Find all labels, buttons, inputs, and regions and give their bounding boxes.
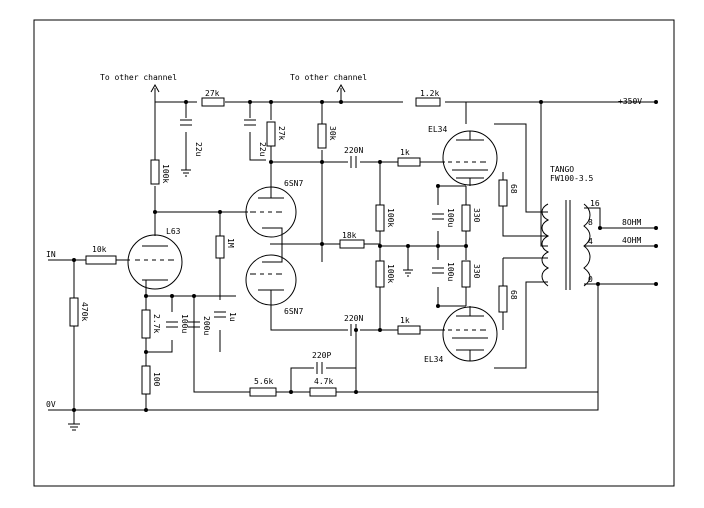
resistor	[339, 239, 365, 249]
resistor	[375, 204, 385, 232]
component-label: 4.7k	[314, 377, 333, 386]
terminals	[654, 100, 658, 286]
drawing-frame	[33, 19, 675, 487]
resistor	[415, 97, 441, 107]
component-label: 220N	[344, 146, 363, 155]
resistor	[201, 97, 225, 107]
component-label: 220P	[312, 351, 331, 360]
labels: To other channel To other channel +350V …	[46, 73, 642, 409]
input-label: IN	[46, 250, 56, 259]
component-label: 200u	[202, 316, 211, 335]
resistor	[397, 157, 421, 167]
component-label: 27k	[277, 126, 286, 141]
tube-6sn7-top	[245, 186, 297, 244]
component-label: 10k	[92, 245, 107, 254]
component-label: 100u	[446, 208, 455, 227]
tap-4-label: 4	[588, 237, 593, 246]
capacitor	[188, 321, 200, 328]
component-label: 1k	[400, 148, 410, 157]
supply-label: +350V	[618, 97, 642, 106]
ground-label: 0V	[46, 400, 56, 409]
tube-label: EL34	[424, 355, 443, 364]
tube-label: L63	[166, 227, 181, 236]
capacitors	[166, 119, 444, 374]
resistor	[215, 235, 225, 259]
component-label: 470k	[80, 302, 89, 321]
component-label: 1M	[226, 238, 235, 248]
tap-8-label: 8	[588, 218, 593, 227]
resistor	[266, 121, 276, 147]
component-label: 330	[472, 208, 481, 223]
resistor	[141, 365, 151, 395]
component-label: 22u	[258, 142, 267, 157]
component-label: 100	[152, 372, 161, 387]
transformer-model: FW100-3.5	[550, 174, 594, 183]
resistor	[85, 255, 117, 265]
tube-el34-top	[442, 130, 498, 186]
capacitor	[214, 311, 226, 318]
tube-l63	[127, 234, 183, 296]
tube-6sn7-bottom	[245, 244, 297, 306]
resistor	[498, 285, 508, 313]
component-label: 100k	[161, 164, 170, 183]
component-label: 100u	[180, 314, 189, 333]
tap-0-label: 0	[588, 275, 593, 284]
capacitor	[316, 362, 323, 374]
component-label: 1.2k	[420, 89, 439, 98]
capacitor	[432, 213, 444, 220]
other-channel-label: To other channel	[100, 73, 177, 82]
component-label: 68	[509, 184, 518, 194]
resistor	[141, 309, 151, 339]
resistors	[69, 97, 508, 397]
component-label: 220N	[344, 314, 363, 323]
resistor	[461, 260, 471, 288]
resistor	[397, 325, 421, 335]
other-channel-label: To other channel	[290, 73, 367, 82]
tube-label: 6SN7	[284, 179, 303, 188]
tube-el34-bottom	[442, 306, 498, 362]
component-label: 5.6k	[254, 377, 273, 386]
output-4ohm-label: 4OHM	[622, 236, 641, 245]
junctions	[72, 100, 602, 412]
capacitor	[244, 119, 256, 126]
component-label: 330	[472, 264, 481, 279]
wires	[48, 83, 656, 431]
resistor	[150, 159, 160, 185]
capacitor	[432, 267, 444, 274]
transformer-name: TANGO	[550, 165, 574, 174]
component-label: 1u	[228, 312, 237, 322]
resistor	[317, 123, 327, 149]
capacitor	[166, 321, 178, 328]
component-label: 22u	[194, 142, 203, 157]
component-label: 100k	[386, 264, 395, 283]
tap-16-label: 16	[590, 199, 600, 208]
resistor	[375, 260, 385, 288]
resistor	[309, 387, 337, 397]
component-label: 18k	[342, 231, 357, 240]
resistor	[69, 297, 79, 327]
resistor	[249, 387, 277, 397]
output-8ohm-label: 8OHM	[622, 218, 641, 227]
component-label: 2.7k	[152, 314, 161, 333]
component-label: 100u	[446, 262, 455, 281]
tube-label: EL34	[428, 125, 447, 134]
capacitor	[180, 119, 192, 126]
tube-label: 6SN7	[284, 307, 303, 316]
component-label: 100k	[386, 208, 395, 227]
output-transformer	[541, 200, 591, 290]
component-label: 1k	[400, 316, 410, 325]
resistor	[461, 204, 471, 232]
capacitor	[350, 156, 357, 168]
resistor	[498, 179, 508, 207]
component-label: 30k	[328, 126, 337, 141]
component-label: 68	[509, 290, 518, 300]
component-label: 27k	[205, 89, 220, 98]
